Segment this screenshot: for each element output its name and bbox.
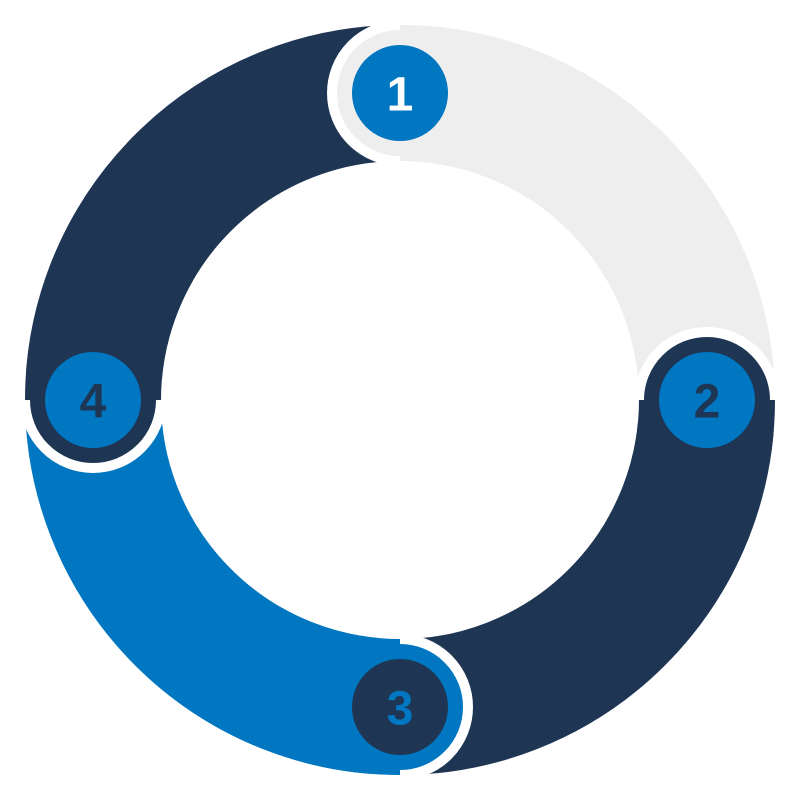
step-badge-1: 1 [352, 45, 448, 141]
step-badge-circle [352, 45, 448, 141]
step-number: 4 [80, 376, 107, 429]
step-number: 2 [694, 376, 721, 429]
step-number: 1 [387, 69, 414, 122]
step-badge-circle [659, 352, 755, 448]
step-number: 3 [387, 683, 414, 736]
step-badge-circle [45, 352, 141, 448]
step-badge-2: 2 [659, 352, 755, 448]
step-badge-4: 4 [45, 352, 141, 448]
step-badge-3: 3 [352, 659, 448, 755]
step-badge-circle [352, 659, 448, 755]
